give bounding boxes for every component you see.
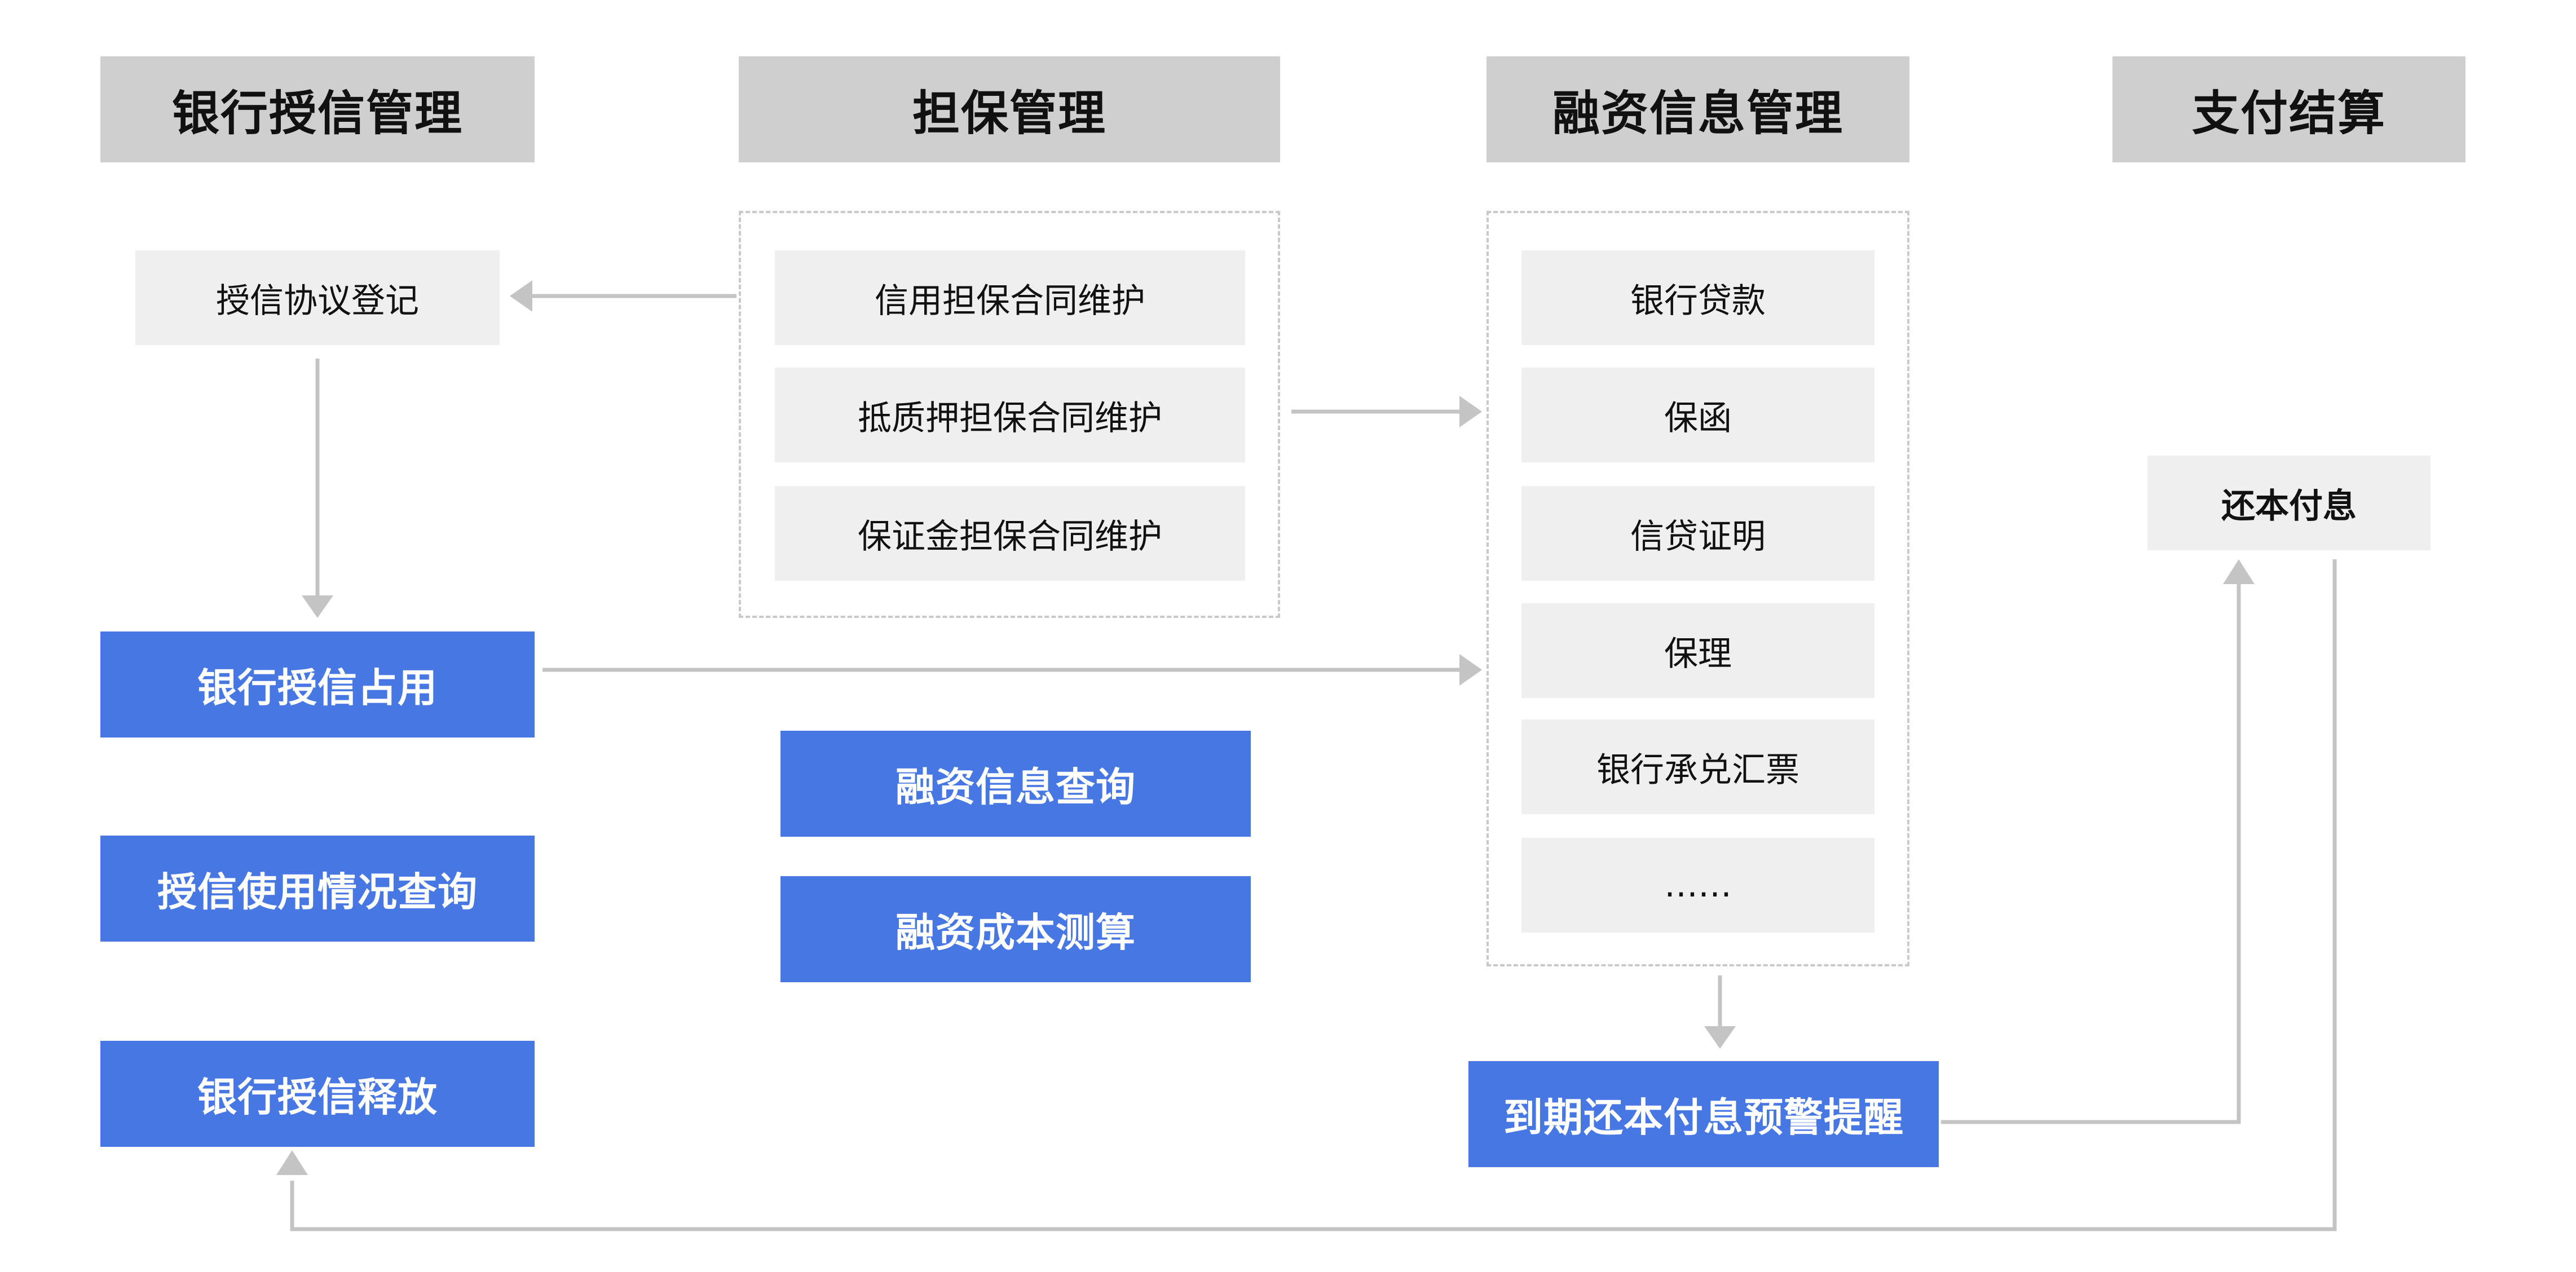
arrowhead-financing-2 (1459, 654, 1482, 686)
bank-credit-occupy-button[interactable]: 银行授信占用 (100, 631, 535, 737)
header-payment: 支付结算 (2112, 56, 2465, 162)
arrowhead-financing-1 (1459, 396, 1482, 427)
header-guarantee: 担保管理 (739, 56, 1280, 162)
arrowhead-agreement (510, 280, 532, 312)
arrow-repay-to-release (290, 559, 2337, 1231)
financing-info-query-button[interactable]: 融资信息查询 (780, 731, 1251, 837)
credit-agreement-registration: 授信协议登记 (135, 250, 500, 345)
arrowhead-release (276, 1150, 308, 1175)
arrowhead-alert (1704, 1026, 1736, 1049)
arrowhead-repay (2223, 559, 2255, 584)
financing-item: …… (1521, 838, 1874, 933)
arrowhead-occupy (302, 595, 333, 618)
financing-item: 信贷证明 (1521, 486, 1874, 581)
header-financing-info: 融资信息管理 (1487, 56, 1909, 162)
maturity-alert-button[interactable]: 到期还本付息预警提醒 (1468, 1061, 1939, 1167)
guarantee-item: 信用担保合同维护 (775, 250, 1245, 345)
financing-item: 银行贷款 (1521, 250, 1874, 345)
financing-cost-estimate-button[interactable]: 融资成本测算 (780, 876, 1251, 982)
repayment-box: 还本付息 (2147, 456, 2431, 550)
guarantee-item: 保证金担保合同维护 (775, 486, 1245, 581)
header-bank-credit: 银行授信管理 (100, 56, 535, 162)
bank-credit-release-button[interactable]: 银行授信释放 (100, 1041, 535, 1147)
guarantee-item: 抵质押担保合同维护 (775, 368, 1245, 462)
financing-item: 保理 (1521, 603, 1874, 698)
credit-usage-query-button[interactable]: 授信使用情况查询 (100, 836, 535, 942)
arrow-alert-to-repay (1941, 584, 2241, 1124)
financing-item: 银行承兑汇票 (1521, 719, 1874, 814)
financing-item: 保函 (1521, 368, 1874, 462)
